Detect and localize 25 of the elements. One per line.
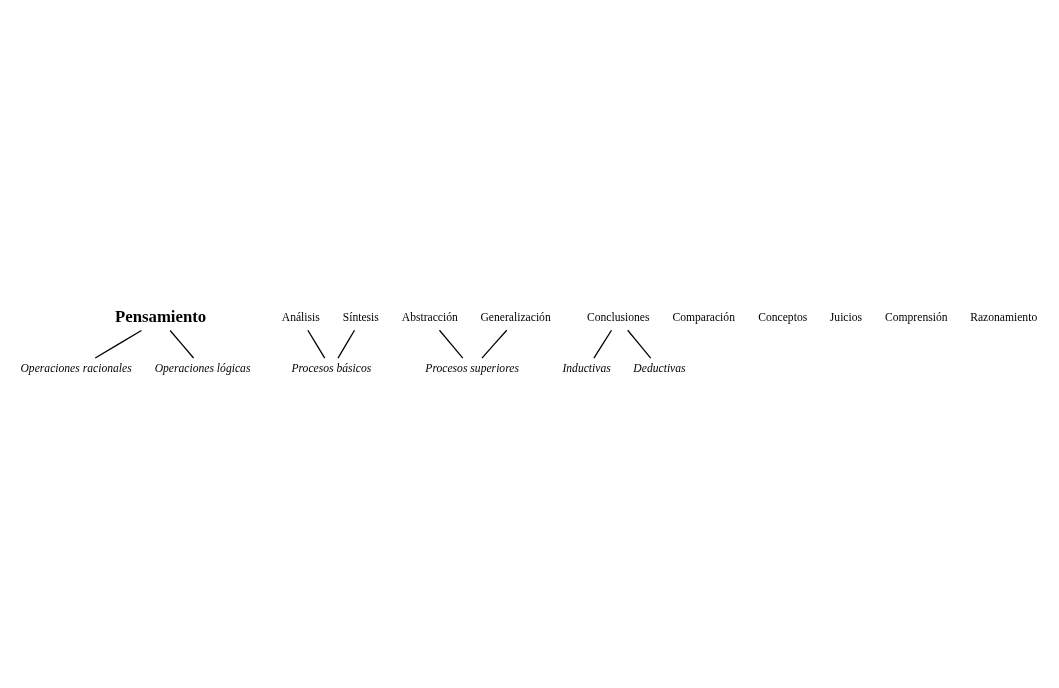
label: Conceptos	[758, 311, 808, 325]
node-text: Deductivas	[633, 362, 686, 375]
node-text: Operaciones racionales	[20, 362, 132, 375]
node-text: Conclusiones	[586, 311, 650, 325]
connector	[627, 329, 652, 359]
connector	[593, 329, 613, 359]
label: Comprensión	[884, 311, 948, 325]
label: Comparación	[672, 311, 735, 325]
node-text: Inductivas	[562, 362, 611, 375]
connector	[337, 329, 356, 359]
node-text: Síntesis	[342, 311, 379, 325]
label: Razonamiento	[970, 311, 1038, 325]
label: Juicios	[829, 311, 863, 325]
node-text: Generalización	[480, 311, 551, 325]
node-text: Procesos superiores	[425, 362, 519, 375]
connector	[307, 329, 326, 359]
node-text: Abstracción	[401, 311, 458, 325]
connector	[481, 329, 508, 359]
node-text: Pensamiento	[114, 306, 207, 326]
node-text: Operaciones lógicas	[154, 362, 251, 375]
connector	[94, 329, 143, 359]
connector	[438, 329, 464, 359]
node-text: Procesos básicos	[291, 362, 372, 375]
node-text: Análisis	[281, 311, 320, 325]
connector	[169, 329, 195, 359]
